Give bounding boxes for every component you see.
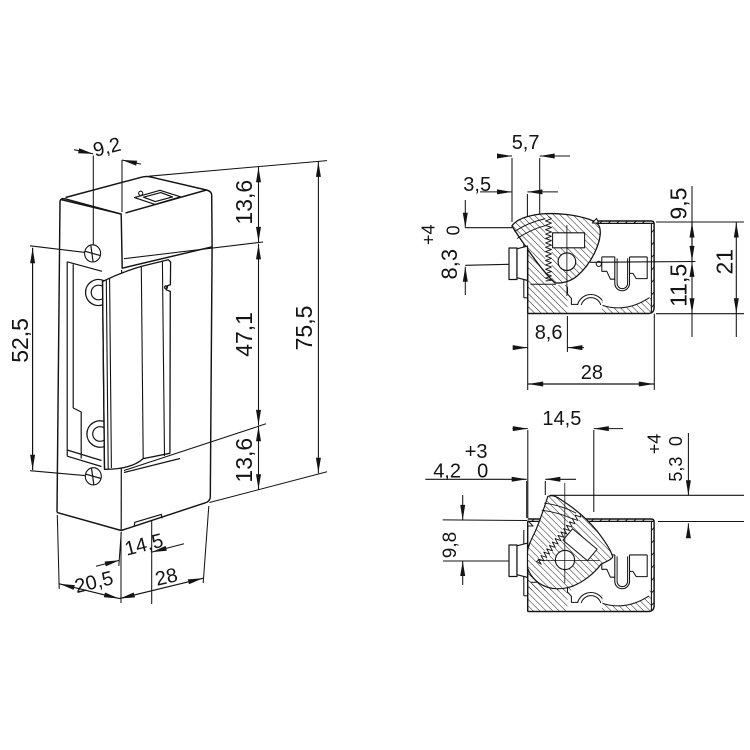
svg-text:5,3: 5,3: [666, 457, 686, 482]
svg-text:14,5: 14,5: [542, 408, 581, 430]
svg-text:+4: +4: [644, 434, 664, 455]
svg-text:8,3: 8,3: [437, 249, 462, 280]
svg-text:28: 28: [153, 564, 180, 590]
svg-text:13,6: 13,6: [231, 438, 257, 483]
svg-text:4,2: 4,2: [433, 461, 461, 483]
svg-text:75,5: 75,5: [291, 306, 317, 351]
svg-text:11,5: 11,5: [666, 264, 692, 307]
svg-text:0: 0: [666, 436, 686, 446]
svg-text:+4: +4: [419, 224, 439, 245]
svg-text:21: 21: [711, 249, 737, 275]
svg-text:5,7: 5,7: [512, 132, 540, 154]
svg-text:47,1: 47,1: [231, 312, 257, 357]
svg-text:3,5: 3,5: [463, 174, 491, 196]
svg-text:8,6: 8,6: [535, 322, 563, 344]
svg-text:0: 0: [444, 225, 464, 235]
svg-text:+3: +3: [465, 441, 488, 463]
svg-text:13,6: 13,6: [231, 180, 257, 225]
svg-text:9,8: 9,8: [440, 532, 461, 558]
svg-text:9,5: 9,5: [666, 188, 692, 220]
svg-text:52,5: 52,5: [7, 318, 33, 363]
svg-text:0: 0: [477, 461, 488, 483]
svg-text:28: 28: [581, 362, 603, 384]
